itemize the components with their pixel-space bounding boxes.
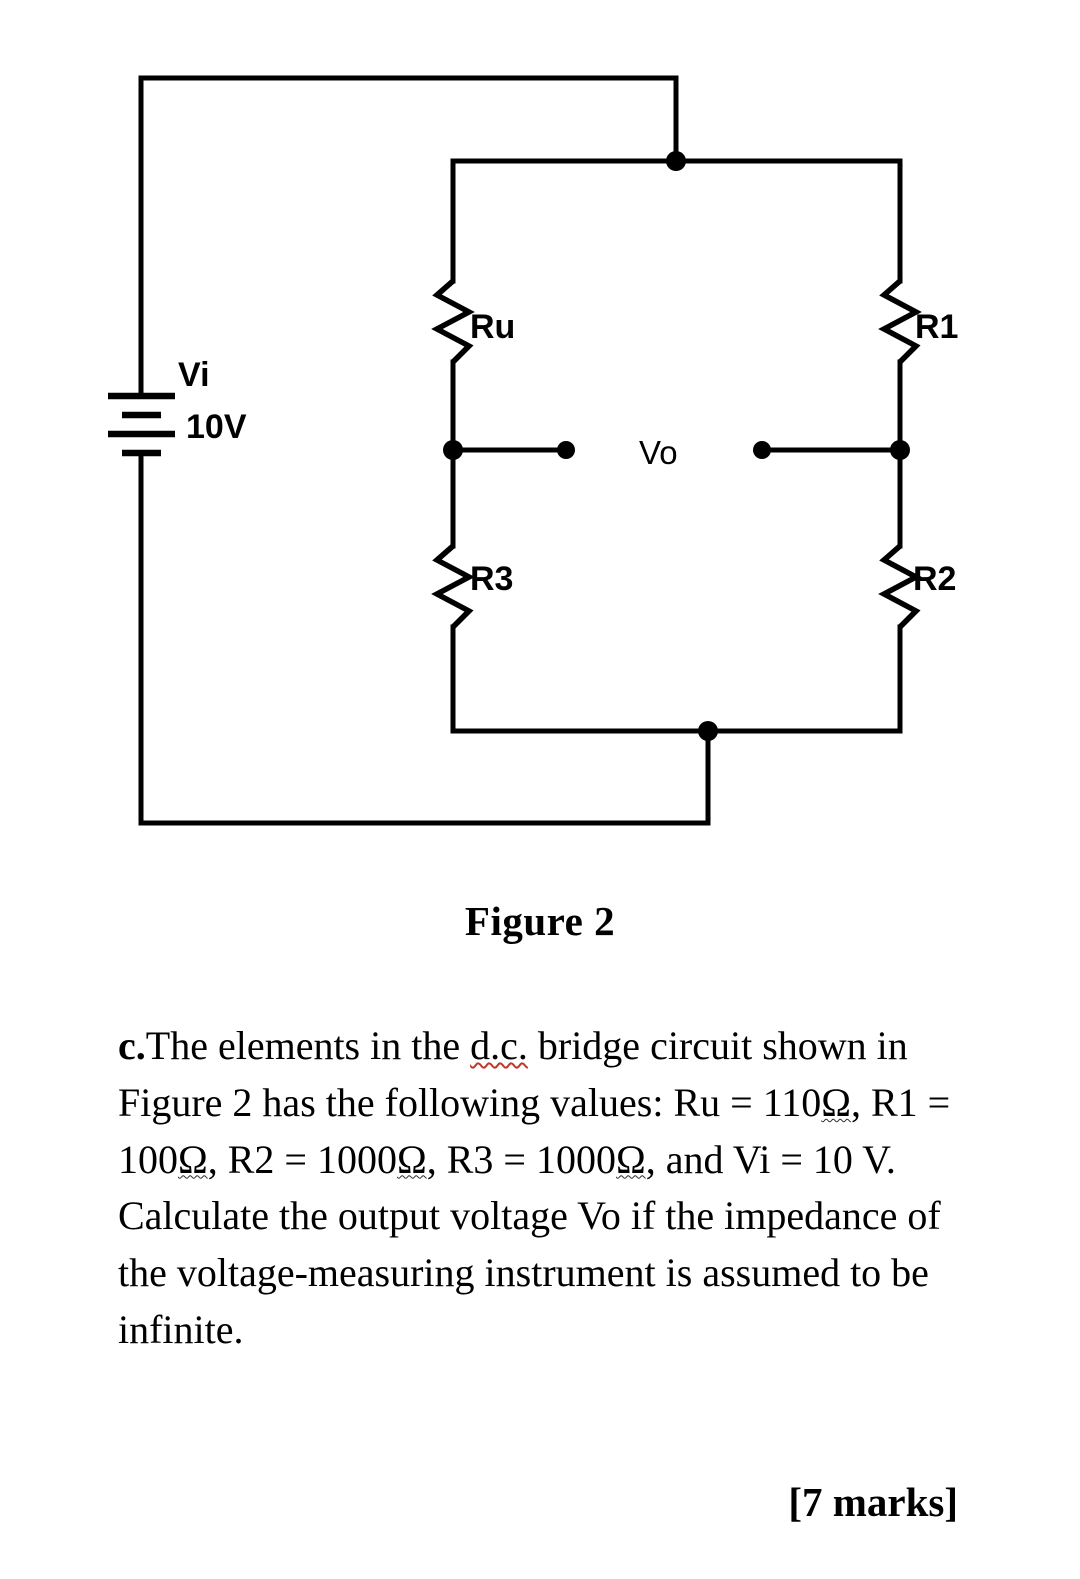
resistor-r1-body xyxy=(878,278,922,364)
resistor-r3-body xyxy=(431,543,475,629)
spellchecked-term-dc: d.c. xyxy=(470,1023,528,1068)
wire-source-bottom-return xyxy=(138,450,711,826)
question-marker: c. xyxy=(118,1023,146,1068)
resistor-label-ru: Ru xyxy=(470,308,516,346)
ohm-symbol-ru: Ω xyxy=(821,1079,851,1125)
junction-dot-bridge-top xyxy=(666,151,686,171)
junction-dot-bridge-bottom xyxy=(698,721,718,741)
question-part-2: bridge circuit shown in Figure 2 has the… xyxy=(118,1023,908,1125)
circuit-diagram xyxy=(108,75,922,826)
question-part-5: , R3 = 1000 xyxy=(426,1136,616,1182)
question-text-block: c.The elements in the d.c. bridge circui… xyxy=(118,1018,958,1359)
resistor-ru-body xyxy=(431,278,475,364)
terminal-dot-vo-right xyxy=(753,441,771,459)
figure-2-container: Vi 10V Ru R1 R3 R2 Vo Figure 2 xyxy=(108,75,959,944)
output-label-vo: Vo xyxy=(639,434,678,471)
resistor-label-r2: R2 xyxy=(913,560,957,598)
ohm-symbol-r3: Ω xyxy=(615,1136,646,1182)
question-part-4: , R2 = 1000 xyxy=(207,1136,397,1182)
figure-caption: Figure 2 xyxy=(464,898,616,944)
terminal-dot-vo-left xyxy=(557,441,575,459)
junction-dot-vo-left xyxy=(443,440,463,460)
resistor-label-r1: R1 xyxy=(915,308,959,346)
ohm-symbol-r2: Ω xyxy=(396,1136,427,1182)
wire-top-source xyxy=(138,75,679,164)
question-part-3: , R1 = 100 xyxy=(118,1079,951,1182)
resistor-label-r3: R3 xyxy=(470,560,514,598)
question-part-6: , and Vi = 10 V. Calculate the output vo… xyxy=(118,1136,941,1352)
marks-allocation: [7 marks] xyxy=(788,1479,958,1525)
source-label-vi: Vi xyxy=(178,356,210,394)
source-value-label: 10V xyxy=(186,408,247,446)
ohm-symbol-r1: Ω xyxy=(178,1136,208,1182)
junction-dot-vo-right xyxy=(890,440,910,460)
resistor-r2-body xyxy=(878,543,922,629)
question-part-1: The elements in the xyxy=(145,1023,471,1068)
